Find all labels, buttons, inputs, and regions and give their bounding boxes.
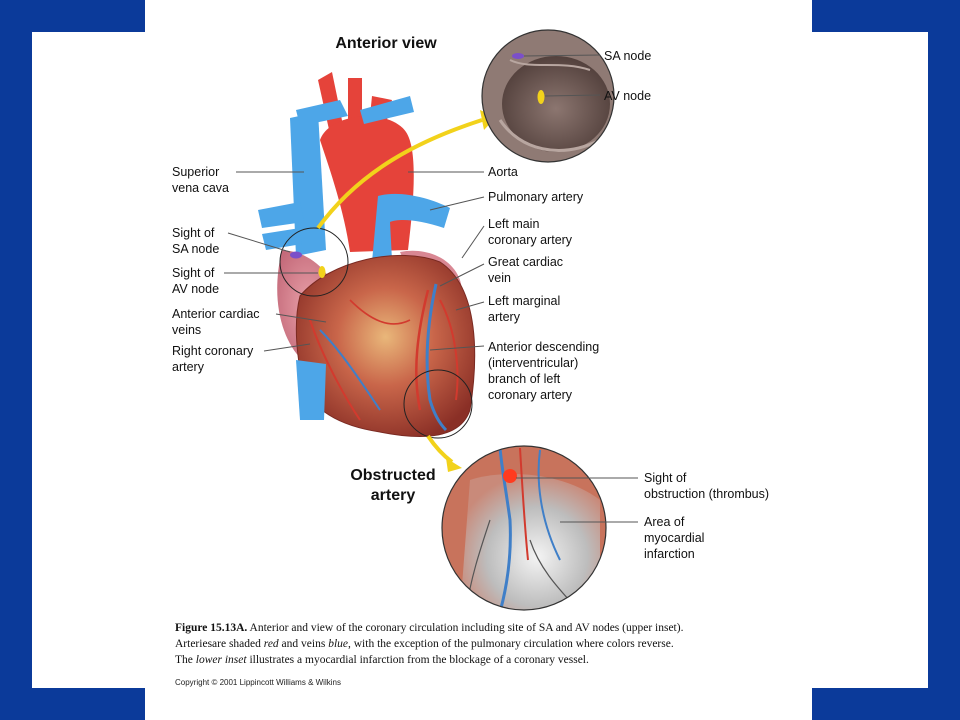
leader-sight-sa xyxy=(227,232,291,253)
view-heading: Anterior view xyxy=(335,35,437,52)
label-great-cardiac-vein-2: vein xyxy=(488,271,511,285)
obstructed-title-line2: artery xyxy=(371,487,416,504)
caption-line1: Anterior and view of the coronary circul… xyxy=(247,622,684,634)
sa-node-marker xyxy=(290,251,302,259)
caption-line3-inset: lower inset xyxy=(195,654,247,666)
label-superior-vena-cava-2: vena cava xyxy=(172,181,229,195)
label-anterior-descending-1: Anterior descending xyxy=(488,340,599,354)
caption-line3-b: illustrates a myocardial infarction from… xyxy=(246,654,589,666)
copyright-notice: Copyright © 2001 Lippincott Williams & W… xyxy=(175,678,341,687)
label-anterior-cardiac-veins-2: veins xyxy=(172,323,201,337)
label-sight-av-1: Sight of xyxy=(172,266,215,280)
label-great-cardiac-vein-1: Great cardiac xyxy=(488,255,563,269)
sa-node-leader xyxy=(523,54,601,57)
label-anterior-descending-2: (interventricular) xyxy=(488,356,578,370)
right-labels: Aorta Pulmonary artery Left main coronar… xyxy=(408,165,599,402)
obstruction-inset: Obstructed artery Sight of obstruction (… xyxy=(350,445,769,611)
anterior-descending-artery-vessel xyxy=(415,289,430,411)
obstruction-label-line1: Sight of xyxy=(644,471,687,485)
leader-anterior-descending xyxy=(429,345,485,351)
heart-illustration xyxy=(258,72,476,439)
caption-line2-blue: blue xyxy=(328,638,348,650)
leader-anterior-cardiac-veins xyxy=(275,313,327,323)
coronary-branch xyxy=(349,299,411,325)
label-left-main-coronary-2: coronary artery xyxy=(488,233,573,247)
label-anterior-descending-4: coronary artery xyxy=(488,388,573,402)
leader-left-main-coronary xyxy=(461,225,485,259)
left-brachiocephalic-vein xyxy=(360,96,414,124)
left-marginal-artery-vessel xyxy=(439,299,459,401)
brachiocephalic-vein xyxy=(296,100,348,126)
sa-node-label: SA node xyxy=(604,49,651,63)
label-anterior-cardiac-veins-1: Anterior cardiac xyxy=(172,307,260,321)
great-cardiac-vein-vessel xyxy=(425,283,448,432)
anterior-cardiac-vein-vessel xyxy=(319,329,381,411)
label-left-main-coronary-1: Left main xyxy=(488,217,539,231)
pulmonary-trunk xyxy=(372,193,450,262)
caption-line2-b: and veins xyxy=(278,638,329,650)
caption-figure-ref: Figure 15.13A. xyxy=(175,622,248,634)
left-labels: Superior vena cava Sight of SA node Sigh… xyxy=(172,165,327,374)
label-right-coronary-artery-1: Right coronary xyxy=(172,344,254,358)
leader-pulmonary-artery xyxy=(429,196,485,211)
obstruction-label-line2: obstruction (thrombus) xyxy=(644,487,769,501)
infarction-label-line2: myocardial xyxy=(644,531,704,545)
av-node-leader xyxy=(544,94,601,97)
right-pulmonary-artery xyxy=(258,202,304,228)
label-right-coronary-artery-2: artery xyxy=(172,360,205,374)
caption-line2-red: red xyxy=(263,638,279,650)
av-node-inset-marker xyxy=(537,90,545,104)
caption-line2-c: , with the exception of the pulmonary ci… xyxy=(348,638,674,650)
caption-line3-a: The xyxy=(175,654,196,666)
arrow-to-bottom-inset xyxy=(426,434,454,464)
infarction-label-line1: Area of xyxy=(644,515,685,529)
caption-line2-a: Arteriesare shaded xyxy=(175,638,264,650)
figure-caption: Figure 15.13A. Anterior and view of the … xyxy=(175,620,775,668)
infarction-label-line3: infarction xyxy=(644,547,695,561)
label-sight-sa-1: Sight of xyxy=(172,226,215,240)
av-node-label: AV node xyxy=(604,89,651,103)
label-sight-av-2: AV node xyxy=(172,282,219,296)
right-coronary-artery-vessel xyxy=(309,319,361,421)
label-left-marginal-2: artery xyxy=(488,310,521,324)
inferior-vena-cava xyxy=(296,360,326,420)
label-superior-vena-cava-1: Superior xyxy=(172,165,219,179)
sa-node-inset-marker xyxy=(512,53,524,59)
label-anterior-descending-3: branch of left xyxy=(488,372,561,386)
node-highlight-circle xyxy=(279,227,349,297)
obstruction-highlight-circle xyxy=(403,369,473,439)
arrow-head-bottom xyxy=(446,458,462,472)
leader-left-marginal xyxy=(455,301,485,311)
arrow-to-top-inset xyxy=(316,118,483,230)
label-sight-sa-2: SA node xyxy=(172,242,219,256)
av-node-marker xyxy=(318,266,326,278)
aorta-vessel xyxy=(320,116,414,252)
thrombus-marker xyxy=(503,469,517,483)
label-aorta: Aorta xyxy=(488,165,518,179)
right-pulmonary-artery-lower xyxy=(262,228,302,250)
label-left-marginal-1: Left marginal xyxy=(488,294,560,308)
obstructed-title-line1: Obstructed xyxy=(350,467,435,484)
label-pulmonary-artery: Pulmonary artery xyxy=(488,190,584,204)
leader-great-cardiac-vein xyxy=(439,263,485,287)
leader-right-coronary-artery xyxy=(263,343,311,352)
sa-av-inset: SA node AV node xyxy=(481,29,651,163)
